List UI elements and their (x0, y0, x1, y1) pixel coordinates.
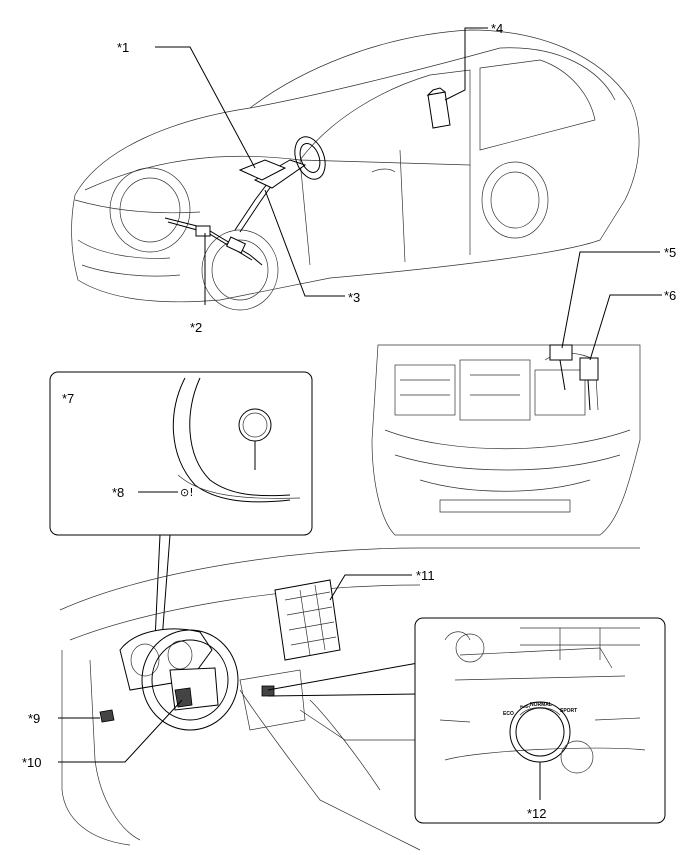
switch-callout: ECO NORMAL SPORT PUSH (414, 617, 666, 824)
interior-view (59, 547, 640, 851)
vehicle-overview (71, 29, 640, 311)
engine-bay-view (371, 344, 641, 536)
leader-11 (329, 574, 412, 601)
leader-5 (561, 251, 660, 349)
callout-5: *5 (664, 245, 676, 260)
callout-3: *3 (348, 290, 360, 305)
callout-6: *6 (664, 288, 676, 303)
callout-8: *8 (112, 485, 124, 500)
callout-9: *9 (28, 711, 40, 726)
meter-callout: ⊙! (49, 371, 313, 536)
eco-label: ECO (503, 711, 514, 717)
leader-3 (264, 189, 345, 297)
leader-1 (155, 46, 256, 169)
callout-1: *1 (117, 40, 129, 55)
callout-4: *4 (491, 21, 503, 36)
callout-10: *10 (22, 755, 42, 770)
leader-4 (444, 27, 488, 101)
leader-6 (589, 294, 662, 361)
push-label: PUSH (520, 705, 530, 709)
callout-12: *12 (527, 806, 547, 821)
callout-11: *11 (416, 568, 435, 583)
normal-label: NORMAL (530, 702, 552, 708)
callout-2: *2 (190, 320, 202, 335)
sport-label: SPORT (560, 708, 577, 714)
leader-10 (58, 699, 183, 763)
warning-icon: ⊙! (180, 486, 194, 499)
callout-7: *7 (62, 391, 74, 406)
